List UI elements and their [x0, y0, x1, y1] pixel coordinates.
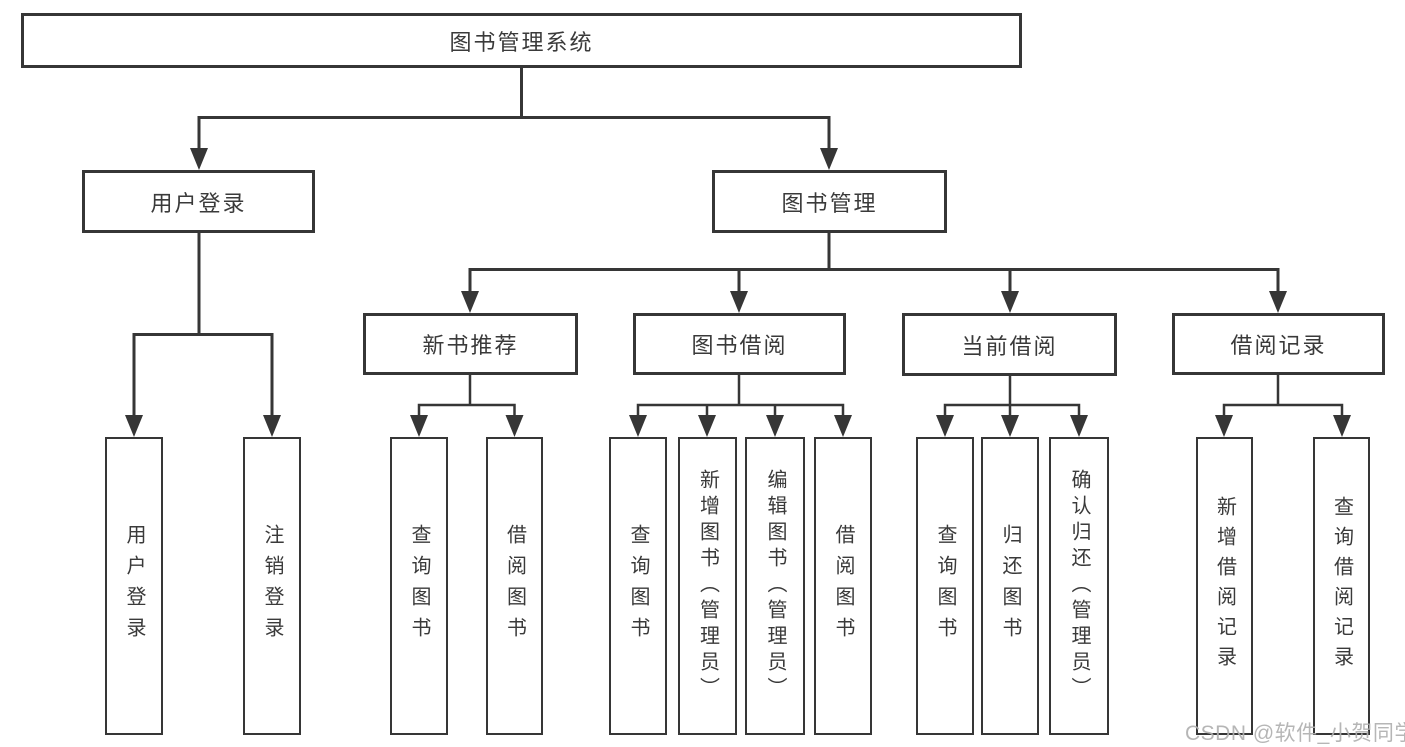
leaf-label: 新增借阅记录	[1213, 496, 1236, 676]
leaf-label: 确认归还（管理员）	[1068, 469, 1090, 703]
node-borrowing-records: 借阅记录	[1172, 313, 1385, 375]
leaf-confirm-return-admin: 确认归还（管理员）	[1049, 437, 1109, 735]
node-book-borrowing: 图书借阅	[633, 313, 846, 375]
leaf-query-books-borrow: 查询图书	[609, 437, 667, 735]
leaf-label: 查询图书	[627, 524, 649, 648]
node-book-management: 图书管理	[712, 170, 947, 233]
leaf-user-login: 用户登录	[105, 437, 163, 735]
node-user-login: 用户登录	[82, 170, 315, 233]
leaf-label: 借阅图书	[503, 524, 526, 648]
node-new-book-recommendation: 新书推荐	[363, 313, 578, 375]
connector-book-management-split	[468, 231, 1280, 293]
node-current-borrowing: 当前借阅	[902, 313, 1117, 376]
connector-leaf-splits	[417, 373, 1344, 417]
leaf-label: 新增图书（管理员）	[696, 469, 719, 703]
csdn-watermark: CSDN @软件_小贺同学	[1185, 722, 1405, 745]
node-label: 图书管理	[781, 190, 878, 216]
connector-root-to-level2	[197, 66, 831, 154]
leaf-edit-books-admin: 编辑图书（管理员）	[745, 437, 805, 735]
node-label: 用户登录	[150, 190, 247, 216]
leaf-label: 查询图书	[408, 524, 430, 648]
node-label: 图书借阅	[691, 333, 788, 358]
leaf-logout: 注销登录	[243, 437, 301, 735]
node-label: 当前借阅	[961, 333, 1058, 359]
leaf-label: 编辑图书（管理员）	[764, 469, 786, 703]
leaf-add-books-admin: 新增图书（管理员）	[678, 437, 737, 735]
leaf-label: 查询借阅记录	[1330, 496, 1353, 676]
leaf-return-books: 归还图书	[981, 437, 1039, 735]
node-library-management-system: 图书管理系统	[21, 13, 1022, 68]
connector-user-login-split	[132, 231, 274, 417]
node-label: 新书推荐	[422, 333, 519, 358]
leaf-label: 查询图书	[934, 524, 956, 648]
leaf-borrow-books: 借阅图书	[814, 437, 872, 735]
leaf-borrow-books-recommend: 借阅图书	[486, 437, 543, 735]
leaf-query-borrow-record: 查询借阅记录	[1313, 437, 1370, 735]
leaf-label: 借阅图书	[832, 524, 854, 648]
leaf-label: 注销登录	[261, 524, 283, 648]
leaf-label: 归还图书	[999, 524, 1021, 648]
leaf-query-books-recommend: 查询图书	[390, 437, 448, 735]
leaf-query-books-current: 查询图书	[916, 437, 974, 735]
leaf-label: 用户登录	[123, 524, 145, 648]
leaf-add-borrow-record: 新增借阅记录	[1196, 437, 1253, 735]
node-label: 借阅记录	[1230, 333, 1327, 358]
node-label: 图书管理系统	[449, 29, 594, 55]
